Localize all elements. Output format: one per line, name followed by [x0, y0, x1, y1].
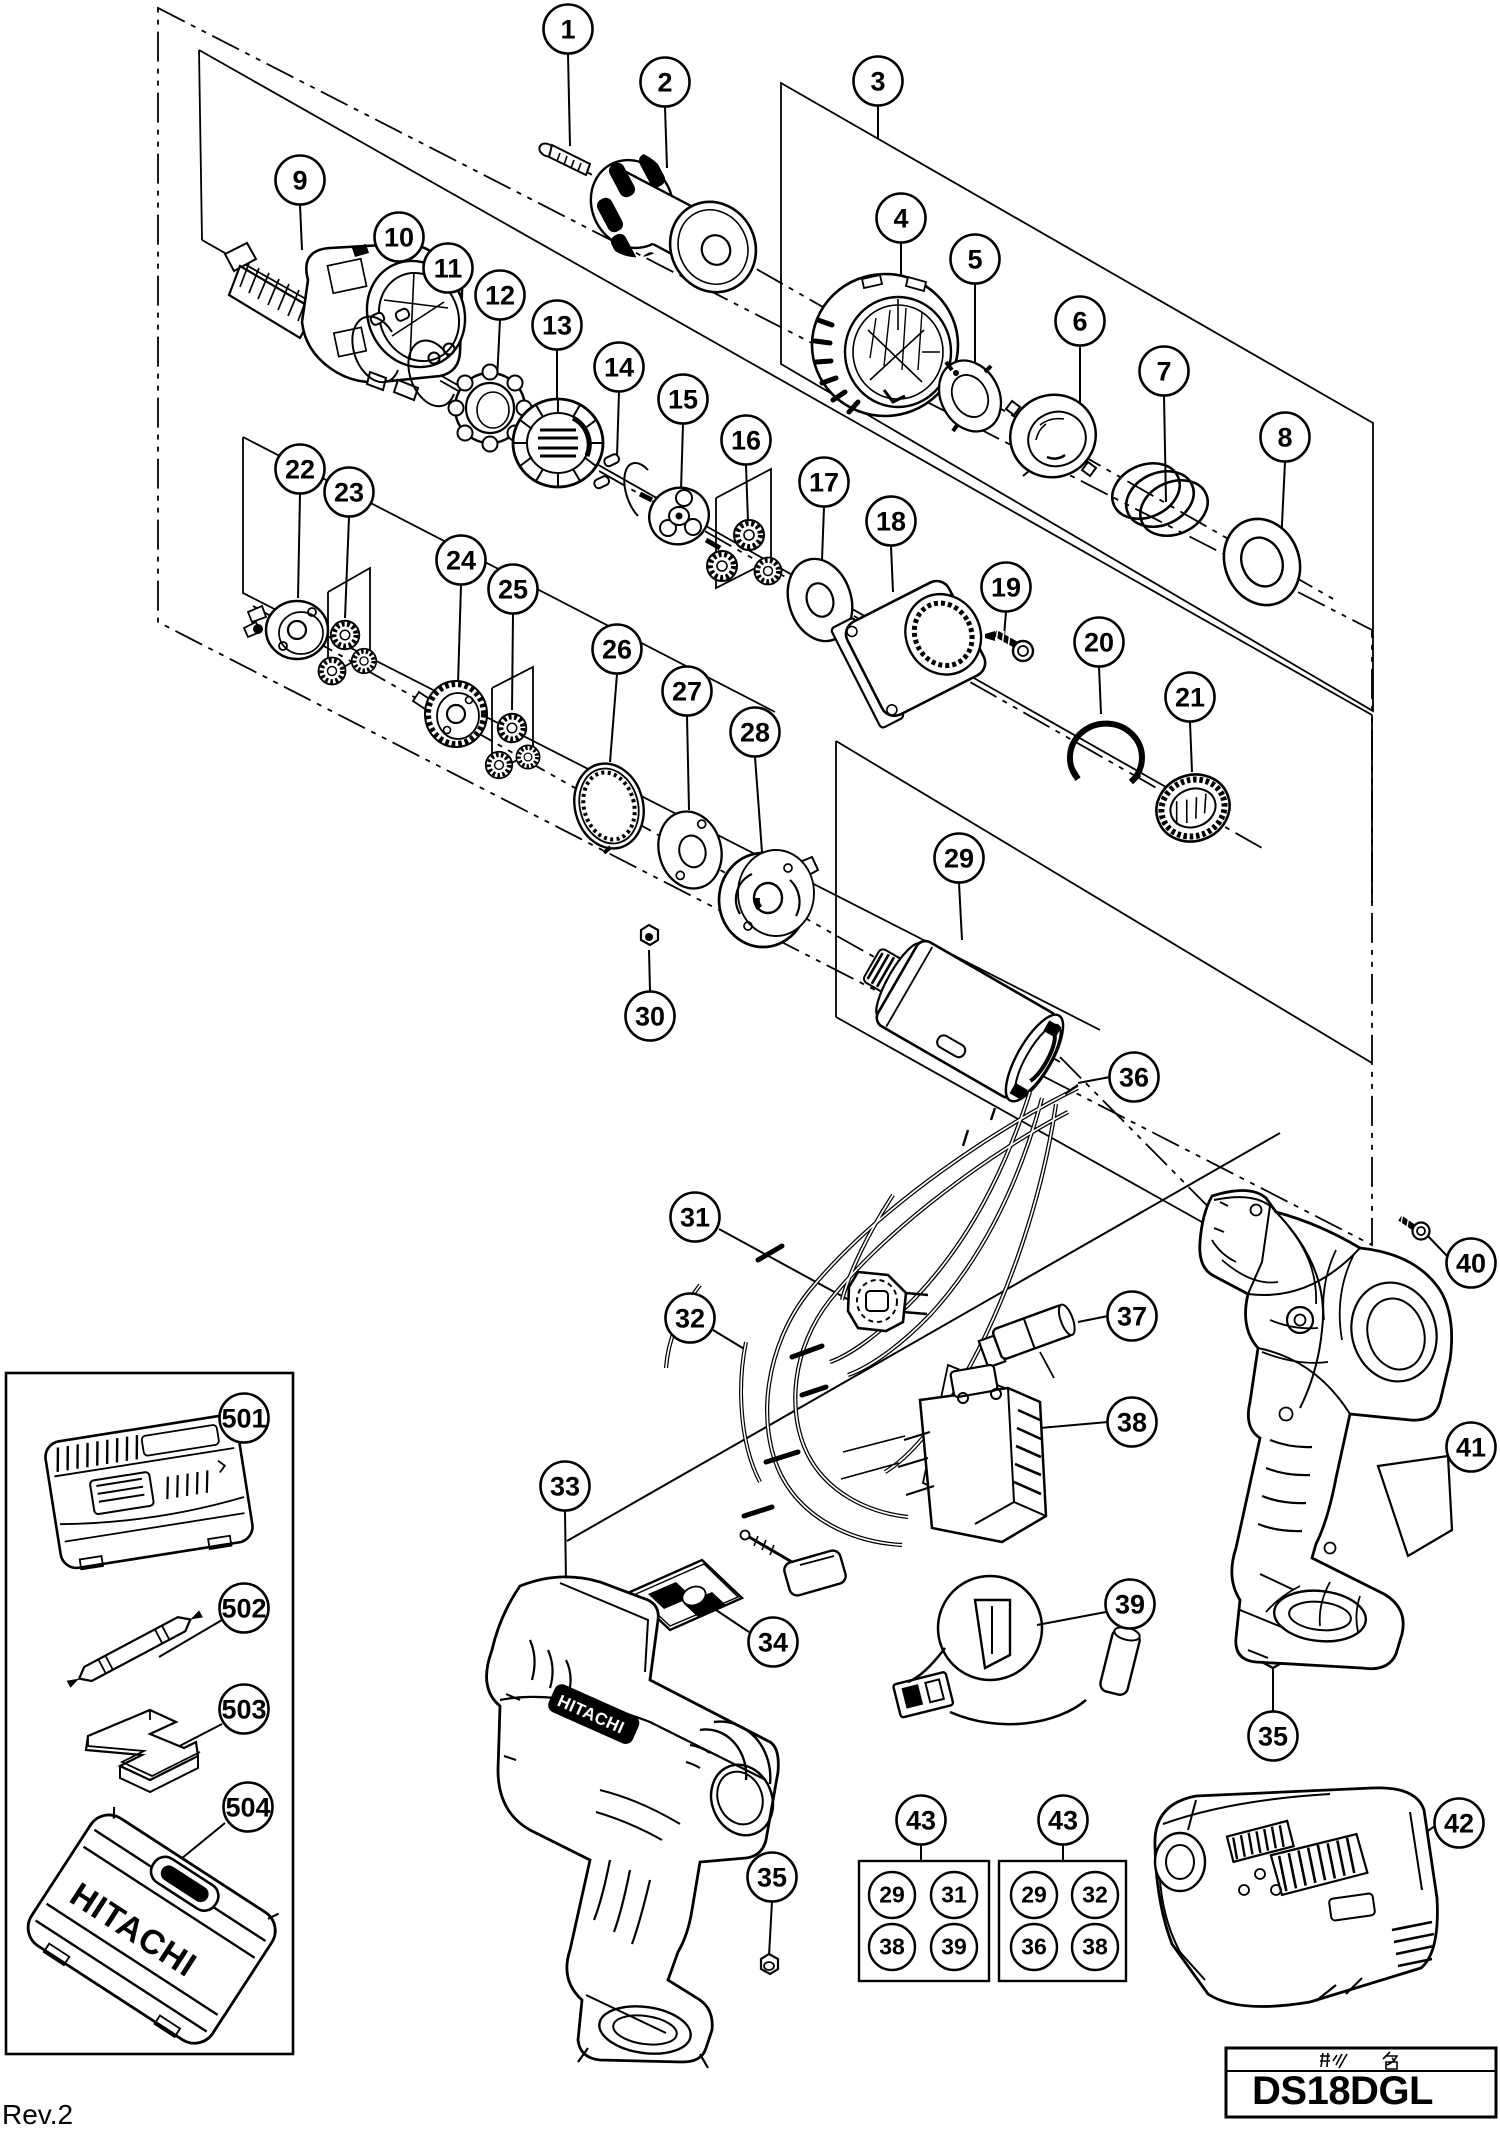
svg-text:502: 502 — [221, 1594, 266, 1624]
svg-text:1: 1 — [560, 15, 575, 45]
svg-text:35: 35 — [1258, 1722, 1288, 1752]
svg-text:39: 39 — [941, 1934, 967, 1960]
svg-text:30: 30 — [635, 1002, 665, 1032]
svg-text:43: 43 — [906, 1806, 936, 1836]
svg-text:13: 13 — [542, 311, 572, 341]
svg-text:29: 29 — [879, 1882, 905, 1908]
svg-text:25: 25 — [498, 575, 528, 605]
svg-text:33: 33 — [550, 1472, 580, 1502]
svg-text:11: 11 — [434, 254, 463, 284]
svg-text:41: 41 — [1456, 1433, 1486, 1463]
svg-text:31: 31 — [680, 1203, 710, 1233]
svg-text:12: 12 — [485, 281, 515, 311]
svg-text:42: 42 — [1444, 1809, 1474, 1839]
svg-text:27: 27 — [672, 677, 702, 707]
svg-text:Rev.2: Rev.2 — [2, 2099, 73, 2130]
svg-text:5: 5 — [967, 245, 982, 275]
svg-text:20: 20 — [1084, 628, 1114, 658]
svg-text:10: 10 — [384, 223, 414, 253]
svg-text:38: 38 — [879, 1934, 905, 1960]
svg-text:29: 29 — [944, 844, 974, 874]
svg-text:7: 7 — [1156, 357, 1171, 387]
svg-text:17: 17 — [809, 468, 839, 498]
svg-text:8: 8 — [1277, 423, 1292, 453]
svg-text:43: 43 — [1048, 1806, 1078, 1836]
svg-text:35: 35 — [757, 1863, 787, 1893]
svg-text:16: 16 — [731, 426, 761, 456]
svg-text:18: 18 — [876, 507, 906, 537]
svg-text:6: 6 — [1072, 307, 1087, 337]
svg-text:4: 4 — [893, 204, 908, 234]
svg-text:21: 21 — [1175, 683, 1205, 713]
svg-text:26: 26 — [602, 635, 632, 665]
svg-text:9: 9 — [292, 166, 307, 196]
svg-text:503: 503 — [221, 1695, 266, 1725]
svg-text:40: 40 — [1456, 1249, 1486, 1279]
svg-text:31: 31 — [941, 1882, 967, 1908]
svg-text:34: 34 — [758, 1628, 788, 1658]
svg-text:37: 37 — [1117, 1302, 1147, 1332]
svg-text:39: 39 — [1115, 1590, 1145, 1620]
svg-text:23: 23 — [334, 478, 364, 508]
svg-text:15: 15 — [668, 385, 698, 415]
svg-text:19: 19 — [991, 573, 1021, 603]
svg-text:38: 38 — [1117, 1408, 1147, 1438]
svg-text:501: 501 — [221, 1404, 266, 1434]
svg-text:2: 2 — [657, 68, 672, 98]
svg-text:32: 32 — [675, 1304, 705, 1334]
svg-text:36: 36 — [1119, 1063, 1149, 1093]
svg-text:3: 3 — [870, 67, 885, 97]
svg-text:14: 14 — [604, 353, 634, 383]
svg-text:38: 38 — [1082, 1934, 1108, 1960]
svg-text:22: 22 — [285, 455, 315, 485]
svg-text:24: 24 — [446, 546, 476, 576]
svg-text:32: 32 — [1082, 1882, 1108, 1908]
svg-text:29: 29 — [1021, 1882, 1047, 1908]
svg-text:36: 36 — [1021, 1934, 1047, 1960]
svg-text:504: 504 — [225, 1793, 270, 1823]
svg-text:28: 28 — [740, 718, 770, 748]
svg-text:DS18DGL: DS18DGL — [1252, 2069, 1433, 2113]
